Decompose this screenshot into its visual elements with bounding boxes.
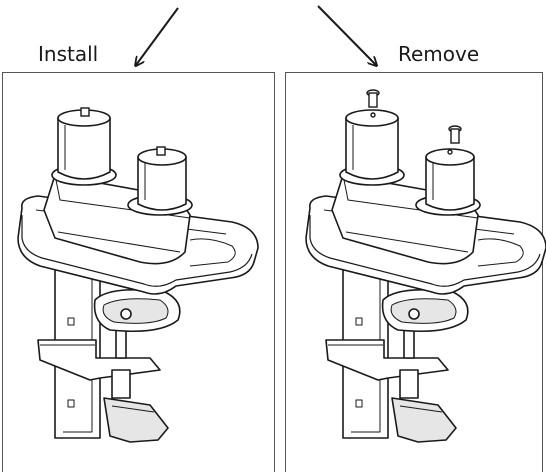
install-mount xyxy=(17,107,259,443)
install-arrow xyxy=(136,7,179,65)
remove-panel xyxy=(285,72,543,472)
remove-arrow xyxy=(317,5,376,65)
install-label: Install xyxy=(38,42,99,66)
remove-label: Remove xyxy=(398,42,480,66)
install-panel xyxy=(2,72,275,472)
install-remove-diagram: Install Remove xyxy=(2,5,546,472)
remove-mount xyxy=(305,89,546,443)
diagram-drawing xyxy=(17,5,546,443)
